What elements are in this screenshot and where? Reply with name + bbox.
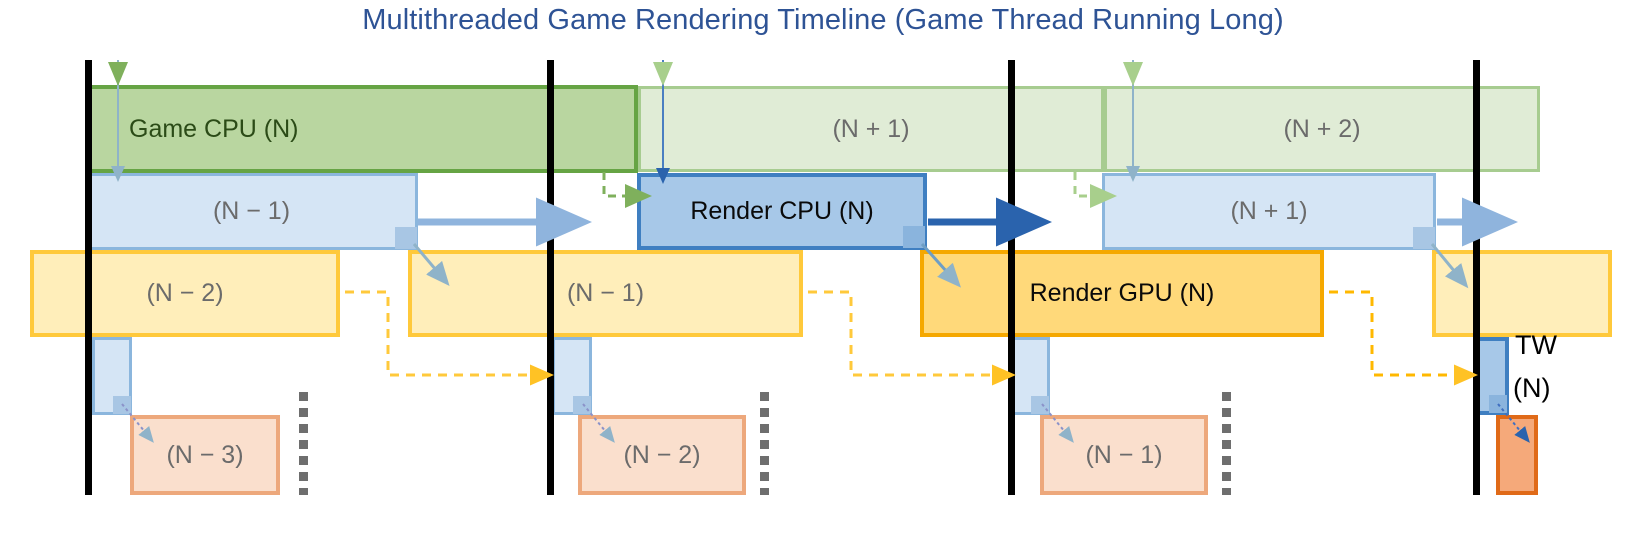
scanout-block-n-minus-2-label: (N − 2) xyxy=(623,440,701,469)
game-cpu-block-n[interactable]: Game CPU (N) xyxy=(85,85,638,173)
render-gpu-block-n-minus-1-label: (N − 1) xyxy=(566,279,645,307)
scanout-block-n-minus-3-label: (N − 3) xyxy=(166,440,244,469)
frame-divider-2 xyxy=(547,60,554,495)
timewarp-block-1-corner-marker xyxy=(113,396,131,414)
scanout-block-n-minus-3[interactable]: (N − 3) xyxy=(130,415,280,495)
scanout-block-n-minus-1[interactable]: (N − 1) xyxy=(1040,415,1208,495)
render-cpu-block-n-minus-1-label: (N − 1) xyxy=(212,197,291,225)
frame-divider-3 xyxy=(1008,60,1015,495)
render-cpu-n-minus-1-corner-marker xyxy=(395,227,417,249)
scanout-block-n[interactable] xyxy=(1496,415,1538,495)
dotted-divider-3 xyxy=(1222,392,1231,495)
render-gpu-block-trailing[interactable] xyxy=(1432,250,1612,337)
render-gpu-block-n-minus-2-label: (N − 2) xyxy=(146,279,224,307)
render-cpu-n-corner-marker xyxy=(903,226,925,248)
timewarp-block-3[interactable] xyxy=(1010,337,1050,415)
handoff-green-2 xyxy=(1073,172,1117,208)
scanout-block-n-minus-2[interactable]: (N − 2) xyxy=(578,415,746,495)
render-cpu-n-plus-1-corner-marker xyxy=(1413,227,1435,249)
render-cpu-block-n[interactable]: Render CPU (N) xyxy=(637,173,927,250)
game-cpu-block-n-label: Game CPU (N) xyxy=(129,114,299,143)
dotted-divider-2 xyxy=(760,392,769,495)
dotted-divider-1 xyxy=(299,392,308,495)
render-cpu-block-n-plus-1[interactable]: (N + 1) xyxy=(1102,173,1436,250)
render-cpu-block-n-label: Render CPU (N) xyxy=(690,197,874,225)
page-title: Multithreaded Game Rendering Timeline (G… xyxy=(362,4,1284,36)
timewarp-label-line1: TW xyxy=(1515,330,1557,360)
timewarp-block-3-corner-marker xyxy=(1031,396,1049,414)
timewarp-block-2-corner-marker xyxy=(573,396,591,414)
render-cpu-block-n-minus-1[interactable]: (N − 1) xyxy=(85,173,418,250)
render-gpu-block-n-minus-1[interactable]: (N − 1) xyxy=(408,250,803,337)
render-gpu-block-n[interactable]: Render GPU (N) xyxy=(920,250,1324,337)
frame-divider-4 xyxy=(1473,60,1480,495)
timewarp-label-line2: (N) xyxy=(1513,373,1551,403)
timewarp-block-n-corner-marker xyxy=(1489,395,1507,413)
game-cpu-block-n-plus-2[interactable]: (N + 2) xyxy=(1104,86,1540,172)
handoff-green-1 xyxy=(602,172,652,208)
game-cpu-block-n-plus-1-label: (N + 1) xyxy=(832,114,910,143)
frame-divider-1 xyxy=(85,60,92,495)
timewarp-block-1[interactable] xyxy=(92,337,132,415)
timewarp-block-2[interactable] xyxy=(552,337,592,415)
scanout-block-n-minus-1-label: (N − 1) xyxy=(1085,440,1163,469)
render-cpu-block-n-plus-1-label: (N + 1) xyxy=(1230,197,1308,225)
render-gpu-block-n-minus-2[interactable]: (N − 2) xyxy=(30,250,340,337)
render-gpu-block-n-label: Render GPU (N) xyxy=(1029,279,1215,307)
game-cpu-block-n-plus-2-label: (N + 2) xyxy=(1283,114,1361,143)
game-cpu-block-n-plus-1[interactable]: (N + 1) xyxy=(638,86,1104,172)
